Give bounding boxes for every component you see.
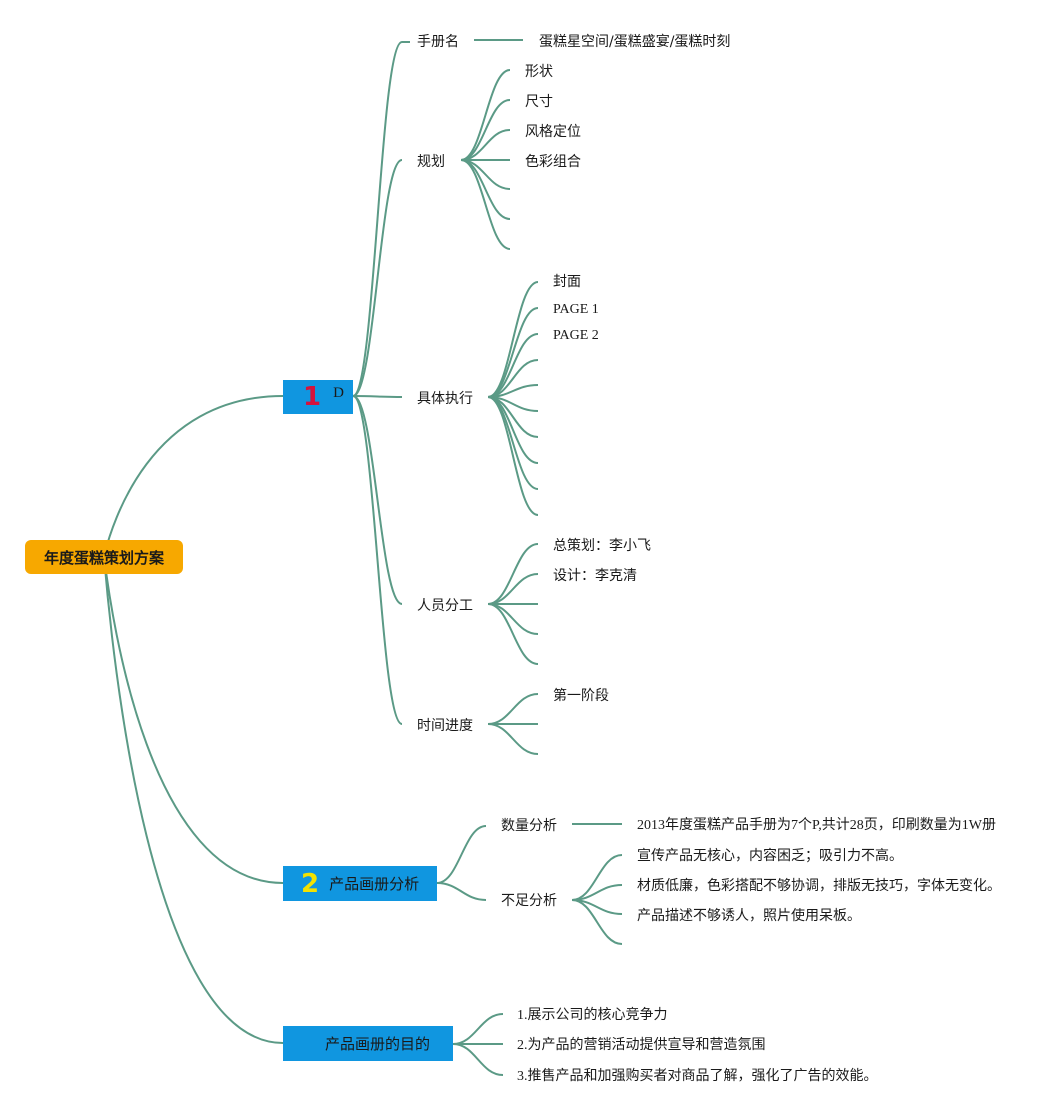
purpose-item[interactable]: 3.推售产品和加强购买者对商品了解，强化了广告的效能。	[517, 1069, 878, 1084]
plan-connector-1	[460, 99, 511, 161]
lack-item[interactable]: 产品描述不够诱人，照片使用呆板。	[637, 908, 861, 924]
name-value[interactable]: 蛋糕星空间/蛋糕盛宴/蛋糕时刻	[539, 34, 731, 50]
lack-item[interactable]: 材质低廉，色彩搭配不够协调，排版无技巧，字体无变化。	[637, 878, 1001, 894]
branch-1-topic[interactable]: 1 D	[283, 380, 353, 414]
name-label[interactable]: 手册名	[417, 34, 459, 50]
qty-value[interactable]: 2013年度蛋糕产品手册为7个P,共计28页，印刷数量为1W册	[637, 818, 996, 833]
plan-item[interactable]: 色彩组合	[525, 154, 581, 170]
plan-label[interactable]: 规划	[417, 154, 445, 170]
root-topic[interactable]: 年度蛋糕策划方案	[25, 540, 183, 574]
plan-connector-0	[460, 69, 511, 161]
time-connector-0	[487, 693, 539, 725]
plan-item[interactable]: 风格定位	[525, 124, 581, 140]
plan-item[interactable]: 尺寸	[525, 94, 553, 110]
purpose-connector-2	[452, 1043, 504, 1076]
exec-connector-9	[487, 396, 539, 516]
lack-item[interactable]: 宣传产品无核心，内容困乏；吸引力不高。	[637, 848, 903, 864]
exec-item[interactable]: 封面	[553, 274, 581, 290]
branch-1-to-name	[352, 41, 403, 397]
staff-item[interactable]: 设计：李克清	[553, 568, 637, 584]
root-to-branch-3	[103, 555, 284, 1044]
time-item[interactable]: 第一阶段	[553, 688, 609, 704]
staff-connector-4	[487, 603, 539, 665]
branch-2-label: 产品画册分析	[329, 875, 420, 893]
staff-item[interactable]: 总策划：李小飞	[553, 538, 651, 554]
branch-2-to-lack	[436, 882, 487, 901]
staff-label[interactable]: 人员分工	[417, 598, 473, 614]
exec-item[interactable]: PAGE 1	[553, 302, 599, 317]
purpose-connector-0	[452, 1013, 504, 1045]
staff-connector-0	[487, 543, 539, 605]
exec-connector-1	[487, 307, 539, 398]
staff-connector-1	[487, 573, 539, 605]
time-connector-2	[487, 723, 539, 755]
lack-connector-3	[571, 899, 623, 945]
branch-2-to-qty	[436, 825, 487, 884]
plan-connector-6	[460, 159, 511, 250]
branch-1-to-plan	[352, 159, 403, 397]
root-to-branch-2	[103, 555, 284, 884]
branch-3-topic[interactable]: 产品画册的目的	[283, 1026, 453, 1061]
exec-label[interactable]: 具体执行	[417, 391, 473, 407]
branch-1-to-time	[352, 395, 403, 725]
purpose-item[interactable]: 2.为产品的营销活动提供宣导和营造氛围	[517, 1038, 766, 1053]
time-label[interactable]: 时间进度	[417, 718, 473, 734]
branch-1-to-exec	[352, 395, 403, 398]
branch-3-label: 产品画册的目的	[325, 1035, 431, 1053]
plan-connector-5	[460, 159, 511, 220]
qty-label[interactable]: 数量分析	[501, 818, 557, 834]
branch-1-to-staff	[352, 395, 403, 605]
lack-label[interactable]: 不足分析	[501, 893, 557, 909]
branch-2-number: 2	[301, 868, 320, 899]
branch-1-label: D	[333, 384, 344, 401]
branch-1-number: 1	[303, 382, 322, 412]
plan-item[interactable]: 形状	[525, 64, 553, 80]
purpose-item[interactable]: 1.展示公司的核心竞争力	[517, 1008, 668, 1023]
root-to-branch-1	[103, 395, 284, 557]
branch-2-topic[interactable]: 2 产品画册分析	[283, 866, 437, 901]
root-title: 年度蛋糕策划方案	[43, 548, 164, 567]
staff-connector-3	[487, 603, 539, 635]
exec-item[interactable]: PAGE 2	[553, 328, 599, 343]
